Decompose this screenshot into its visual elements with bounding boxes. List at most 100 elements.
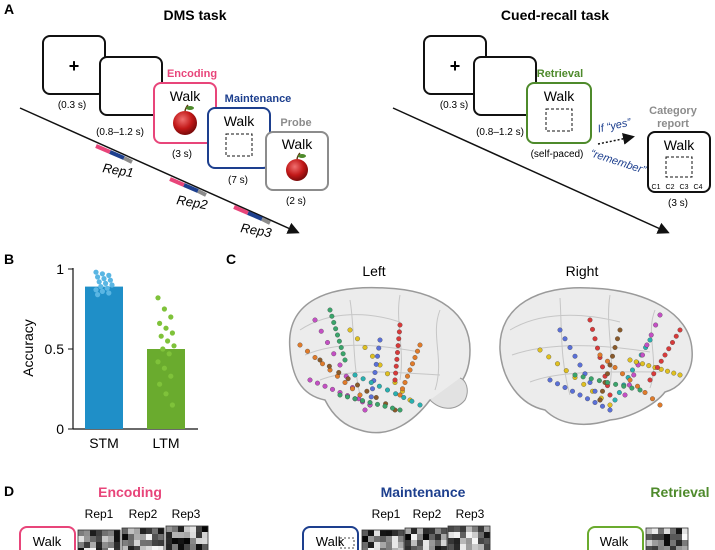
bar-ltm [147, 349, 185, 429]
electrode-contact [627, 357, 633, 363]
matrix-cell [368, 548, 375, 550]
matrix-cell [652, 540, 659, 547]
matrix-cell [196, 532, 203, 539]
matrix-cell [90, 548, 97, 550]
panel-d-encoding-screen [19, 526, 76, 550]
matrix-cell [368, 536, 375, 543]
electrode-contact [617, 327, 623, 333]
probe-apple-image [286, 152, 308, 181]
matrix-cell [166, 544, 173, 550]
matrix-cell [380, 548, 387, 550]
matrix-cell [478, 544, 485, 550]
matrix-cell [102, 536, 109, 543]
point-ltm [155, 295, 161, 301]
dms-fixation-cross: + [69, 56, 80, 76]
electrode-contact [393, 391, 399, 397]
electrode-contact [297, 342, 303, 348]
electrode-contact [376, 383, 382, 389]
matrix-cell [134, 546, 141, 550]
electrode-contact [368, 380, 374, 385]
matrix-cell [646, 534, 653, 541]
matrix-cell [484, 538, 491, 545]
electrode-contact [651, 371, 657, 377]
dms-fixation-duration: (0.3 s) [58, 100, 86, 111]
electrode-contacts [297, 307, 683, 413]
matrix-cell [652, 528, 659, 535]
retrieval-label: Retrieval [537, 68, 583, 80]
electrode-contact [600, 403, 605, 409]
electrode-contact [412, 355, 418, 360]
electrode-contact [640, 352, 645, 358]
dms-blank-screen [99, 56, 163, 116]
electrode-contact [368, 394, 374, 400]
matrix-cell [676, 528, 683, 535]
matrix-cell [460, 526, 467, 533]
electrode-contact [373, 395, 379, 400]
matrix-cell [134, 540, 141, 547]
electrode-contact [373, 361, 379, 367]
electrode-contact [393, 363, 399, 369]
panel-d-maint-rep2: Rep2 [413, 507, 442, 521]
matrix-cell [658, 534, 665, 541]
matrix-cell [398, 548, 405, 550]
matrix-cell [448, 526, 455, 533]
dms-blank-duration: (0.8–1.2 s) [96, 127, 144, 138]
electrode-contact [338, 345, 344, 350]
electrode-contact [670, 340, 675, 345]
matrix-cell [158, 546, 165, 550]
dms-title: DMS task [163, 7, 226, 23]
matrix-cell [658, 546, 665, 550]
matrix-cell [374, 542, 381, 549]
electrode-contact [396, 329, 402, 335]
cued-blank-duration: (0.8–1.2 s) [476, 127, 524, 138]
matrix-cell [78, 530, 85, 537]
cued-fixation-duration: (0.3 s) [440, 100, 468, 111]
matrix-cell [184, 538, 191, 545]
matrix-cell [472, 538, 479, 545]
point-stm [98, 284, 104, 290]
panel-d-maintenance-title: Maintenance [381, 484, 466, 500]
matrix-cell [670, 534, 677, 541]
panel-d-maint-rep3: Rep3 [456, 507, 485, 521]
category-blank-placeholder [665, 156, 693, 178]
electrode-contact [375, 353, 380, 359]
electrode-contact [622, 392, 628, 398]
maintenance-blank-placeholder [225, 133, 253, 157]
point-ltm [157, 381, 163, 387]
matrix-cell [448, 538, 455, 545]
matrix-cell [429, 540, 436, 547]
electrode-contact [557, 327, 563, 333]
y-tick-0: 0 [56, 421, 64, 437]
matrix-cell [652, 534, 659, 541]
point-stm [99, 288, 105, 294]
electrode-contact [635, 383, 640, 389]
x-tick-stm: STM [89, 435, 119, 451]
electrode-contact [377, 337, 383, 343]
matrix-frame [361, 529, 405, 550]
matrix-cell [670, 546, 677, 550]
matrix-cell [178, 526, 185, 533]
matrix-cell [454, 544, 461, 550]
electrode-contact [596, 378, 602, 384]
matrix-cell [380, 530, 387, 537]
electrode-contact [410, 361, 415, 367]
electrode-contact [400, 386, 405, 392]
point-stm [96, 279, 102, 285]
electrode-contact [605, 380, 610, 385]
electrode-contact [345, 376, 351, 382]
matrix-cell [102, 548, 109, 550]
matrix-cell [664, 546, 671, 550]
matrix-cell [78, 542, 85, 549]
panel-d-maint-rep1: Rep1 [372, 507, 401, 521]
point-ltm [163, 325, 169, 331]
matrix-cell [664, 540, 671, 547]
matrix-cell [441, 540, 448, 547]
matrix-cell [172, 526, 179, 533]
electrode-contact [621, 383, 627, 389]
electrode-contact [355, 382, 360, 388]
electrode-contact [347, 327, 353, 333]
matrix-cell [386, 530, 393, 537]
electrode-contact [612, 345, 618, 350]
matrix-cell [658, 540, 665, 547]
electrode-contact [677, 372, 683, 378]
